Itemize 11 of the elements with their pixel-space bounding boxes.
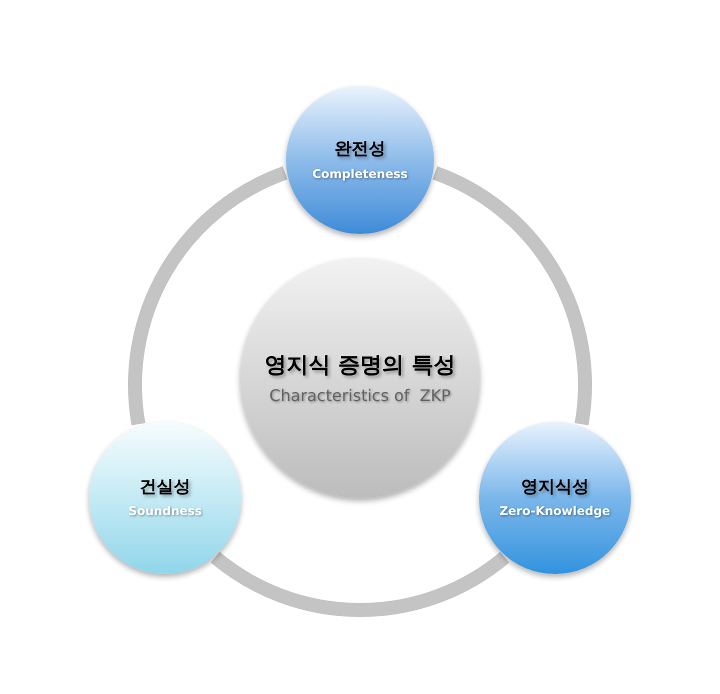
ring-arc xyxy=(432,166,592,425)
english-subtitle: Zero-Knowledge xyxy=(499,503,610,520)
korean-title: 건실성 xyxy=(140,476,191,499)
english-subtitle: Soundness xyxy=(128,503,202,520)
korean-title: 완전성 xyxy=(334,138,386,162)
korean-title: 영지식 증명의 특성 xyxy=(264,352,456,380)
ring-arc xyxy=(211,552,509,617)
ring-arc xyxy=(128,166,288,425)
english-subtitle: Completeness xyxy=(312,166,408,183)
english-subtitle: Characteristics of ZKP xyxy=(269,384,451,406)
korean-title: 영지식성 xyxy=(520,476,589,499)
